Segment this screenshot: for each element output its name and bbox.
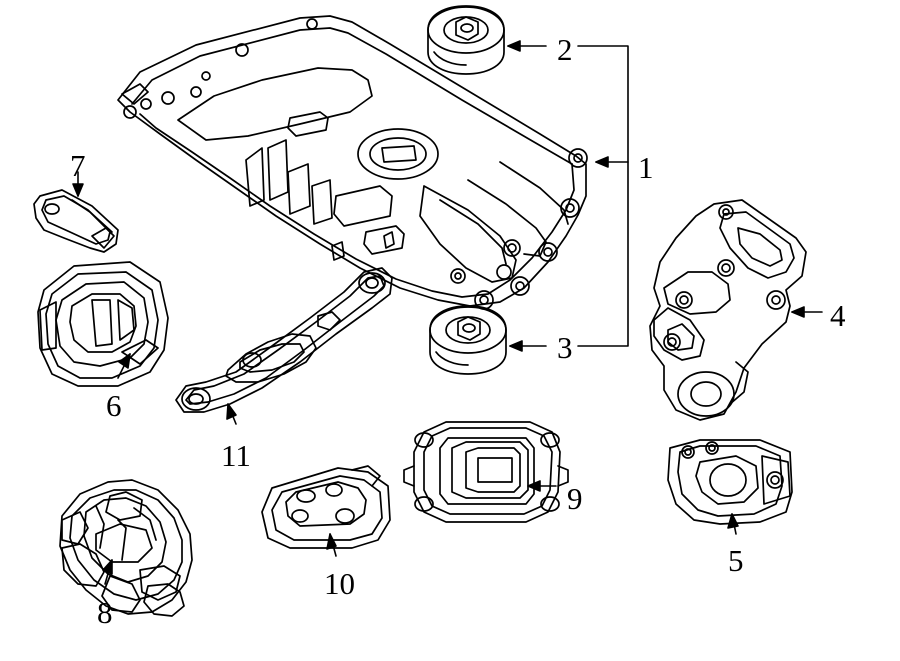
part-left-engine-mount [37, 261, 169, 387]
part-transmission-mount-bracket [59, 479, 193, 617]
callout-label-5: 5 [728, 543, 744, 578]
leader-lines [72, 40, 823, 585]
part-right-support-bracket [649, 199, 807, 421]
callout-label-4: 4 [830, 298, 846, 333]
callout-label-1: 1 [638, 150, 654, 185]
callout-label-7: 7 [70, 148, 86, 183]
callout-label-10: 10 [324, 566, 355, 601]
callout-label-9: 9 [567, 481, 583, 516]
part-transmission-mount [403, 421, 569, 523]
callout-label-11: 11 [221, 438, 251, 473]
callout-label-6: 6 [106, 388, 122, 423]
callout-label-2: 2 [557, 32, 573, 67]
part-lower-bushing [429, 305, 507, 375]
callout-label-8: 8 [97, 595, 113, 630]
callout-label-3: 3 [557, 330, 573, 365]
part-upper-bushing [427, 5, 505, 75]
part-rear-mount-bracket [667, 439, 793, 525]
part-small-bracket [33, 189, 119, 253]
part-mount-support-bracket [261, 465, 391, 549]
part-subframe [117, 15, 588, 310]
part-torque-strut [175, 267, 393, 413]
